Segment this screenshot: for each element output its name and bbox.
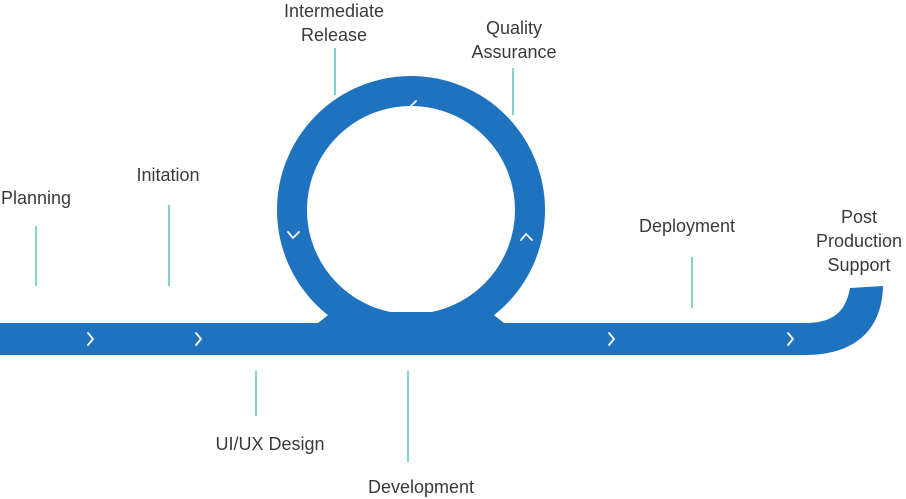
roadmap-track [0,76,883,355]
track-loop [277,76,545,344]
chevron-right-icon [87,332,94,346]
label-post-production-support-line2: Production [816,231,902,251]
label-intermediate-release: Intermediate Release [284,1,384,45]
label-post-production-support: Post Production Support [816,207,902,275]
chevron-up-icon [520,233,533,241]
chevron-down-icon [287,231,300,239]
label-intermediate-release-line2: Release [301,25,367,45]
chevron-right-icon [787,332,794,346]
label-development: Development [368,477,474,497]
label-ui-ux-design: UI/UX Design [215,434,324,454]
label-quality-assurance-line2: Assurance [471,42,556,62]
label-planning: Planning [1,188,71,208]
label-quality-assurance: Quality Assurance [471,18,556,62]
chevron-left-icon [410,100,417,113]
chevron-right-icon [608,332,615,346]
label-post-production-support-line3: Support [827,255,890,275]
track-loop-joint [318,312,504,323]
leader-lines [35,48,693,462]
label-initiation: Initation [136,165,199,185]
label-quality-assurance-line1: Quality [486,18,542,38]
chevron-right-icon [195,332,202,346]
label-intermediate-release-line1: Intermediate [284,1,384,21]
direction-chevrons [87,100,794,346]
track-band [0,286,883,355]
label-deployment: Deployment [639,216,735,236]
label-post-production-support-line1: Post [841,207,877,227]
